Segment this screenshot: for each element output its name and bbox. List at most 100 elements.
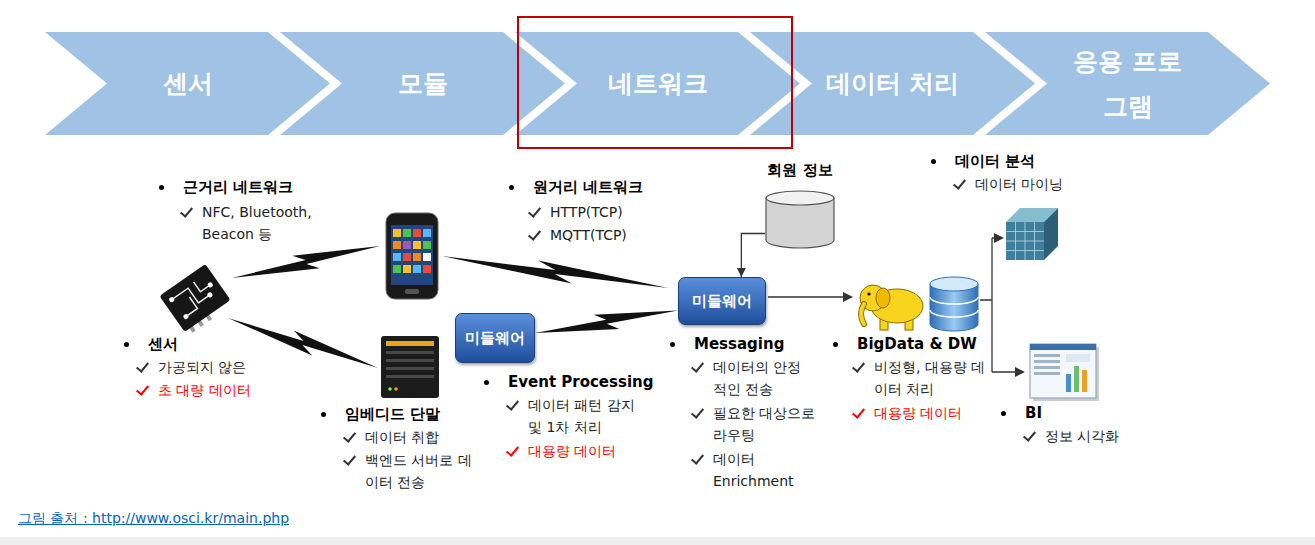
screen-bar bbox=[1066, 374, 1071, 392]
chevron-text-area: 데이터 처리 bbox=[812, 32, 973, 135]
cube-front bbox=[1006, 222, 1044, 260]
elephant-trunk bbox=[861, 304, 864, 324]
label-holder: 필요한 대상으로 라우팅 bbox=[713, 402, 828, 446]
board-pad bbox=[183, 313, 190, 320]
label-holder: HTTP(TCP) bbox=[550, 201, 623, 223]
check-item: 데이터 Enrichment bbox=[713, 448, 805, 492]
check-item: 비정형, 대용량 데이터 처리 bbox=[874, 356, 989, 400]
label-holder: 데이터 취합 bbox=[365, 426, 439, 448]
app-icon bbox=[413, 265, 421, 273]
label-holder: 데이터 마이닝 bbox=[975, 173, 1063, 195]
app-icon bbox=[413, 253, 421, 261]
stage-chevron: 모듈 bbox=[280, 32, 565, 135]
app-icon bbox=[393, 241, 401, 249]
database-cylinder: 회원 정보 bbox=[765, 190, 835, 248]
flow-line bbox=[768, 296, 846, 297]
arrow-head bbox=[994, 233, 1004, 243]
check-item-highlight: 초 대량 데이터 bbox=[158, 379, 251, 401]
label-holder: 원거리 네트워크 bbox=[533, 176, 643, 198]
bullet-heading: 근거리 네트워크 bbox=[183, 176, 293, 198]
db-band bbox=[930, 297, 978, 317]
arrow-head bbox=[843, 292, 853, 302]
wireless-bolt bbox=[228, 318, 378, 368]
db-top bbox=[930, 277, 978, 291]
connector-line bbox=[741, 234, 765, 278]
chevron-text-area: 모듈 bbox=[342, 32, 503, 135]
elephant-ear bbox=[876, 288, 890, 308]
cylinder-shape bbox=[765, 190, 835, 248]
device-slot bbox=[386, 375, 434, 378]
screen-header bbox=[1030, 344, 1096, 350]
label-holder: MQTT(TCP) bbox=[550, 224, 627, 246]
middleware-label: 미들웨어 bbox=[465, 328, 525, 348]
wireless-bolt bbox=[442, 256, 668, 288]
elephant-body bbox=[871, 289, 923, 323]
cylinder-top bbox=[766, 191, 834, 205]
check-item: 데이터 취합 bbox=[365, 426, 439, 448]
device-slot bbox=[386, 359, 434, 362]
cube-grid bbox=[1006, 222, 1044, 260]
cube-side bbox=[1044, 208, 1058, 260]
stage-label: 데이터 처리 bbox=[826, 61, 960, 106]
data-cube bbox=[1006, 208, 1058, 260]
middleware-label: 미들웨어 bbox=[692, 291, 752, 311]
app-icon bbox=[423, 253, 431, 261]
smartphone-icon bbox=[386, 213, 438, 299]
bi-screenshot bbox=[1030, 344, 1099, 401]
label-holder: 비정형, 대용량 데이터 처리 bbox=[874, 356, 989, 400]
check-item: 데이터 패턴 감지 및 1차 처리 bbox=[528, 394, 646, 438]
app-icon bbox=[403, 265, 411, 273]
screen-bar bbox=[1074, 366, 1079, 392]
chevron-fill bbox=[985, 32, 1270, 135]
app-icon bbox=[403, 241, 411, 249]
app-icon bbox=[423, 265, 431, 273]
board-pad bbox=[206, 291, 213, 298]
embedded-device-icon bbox=[381, 336, 439, 398]
board-pad bbox=[168, 296, 175, 303]
app-icon bbox=[403, 253, 411, 261]
wireless-bolt bbox=[232, 246, 380, 278]
app-icon bbox=[413, 229, 421, 237]
bullet-heading: 원거리 네트워크 bbox=[533, 176, 643, 198]
device-slot bbox=[386, 367, 434, 370]
bullet-heading: 센서 bbox=[148, 333, 178, 355]
label-holder: 초 대량 데이터 bbox=[158, 379, 251, 401]
stage-chevron: 네트워크 bbox=[515, 32, 800, 135]
label-holder: 대용량 데이터 bbox=[874, 402, 962, 424]
bullet-heading: Event Processing bbox=[508, 371, 653, 393]
label-holder: 정보 시각화 bbox=[1045, 425, 1119, 447]
stage-chevron: 데이터 처리 bbox=[750, 32, 1035, 135]
bullet-heading: 데이터 분석 bbox=[955, 150, 1035, 172]
app-icon bbox=[423, 241, 431, 249]
screen-frame bbox=[1030, 344, 1096, 398]
label-holder: 그림 출처 : http://www.osci.kr/main.php bbox=[18, 507, 289, 529]
label-holder: 데이터의 안정적인 전송 bbox=[713, 356, 813, 400]
app-icon bbox=[393, 253, 401, 261]
check-item: 정보 시각화 bbox=[1045, 425, 1119, 447]
screen-bar bbox=[1082, 370, 1087, 392]
board-body bbox=[159, 264, 230, 332]
label-holder: 근거리 네트워크 bbox=[183, 176, 293, 198]
label-holder: 센서 bbox=[148, 333, 178, 355]
app-icon bbox=[403, 229, 411, 237]
stage-chevron: 응용 프로그램 bbox=[985, 32, 1270, 135]
elephant-trunk bbox=[861, 304, 864, 324]
device-slot bbox=[386, 351, 434, 354]
database-icon bbox=[930, 277, 978, 331]
wireless-bolt bbox=[535, 311, 678, 333]
check-item: 가공되지 않은 bbox=[158, 356, 246, 378]
label-holder: 백엔드 서버로 데이터 전송 bbox=[365, 449, 477, 493]
label-holder: 데이터 Enrichment bbox=[713, 448, 805, 492]
bullet-heading: BI bbox=[1025, 402, 1042, 424]
phone-screen bbox=[391, 225, 433, 285]
label-holder: 대용량 데이터 bbox=[528, 440, 616, 462]
device-panel bbox=[386, 341, 434, 346]
app-icon bbox=[393, 265, 401, 273]
elephant-eye bbox=[867, 292, 870, 295]
arrow-head bbox=[737, 268, 746, 277]
hadoop-elephant bbox=[860, 285, 923, 330]
phone-body bbox=[386, 213, 438, 299]
middleware-box: 미들웨어 bbox=[678, 277, 766, 325]
phone-button bbox=[405, 289, 419, 294]
